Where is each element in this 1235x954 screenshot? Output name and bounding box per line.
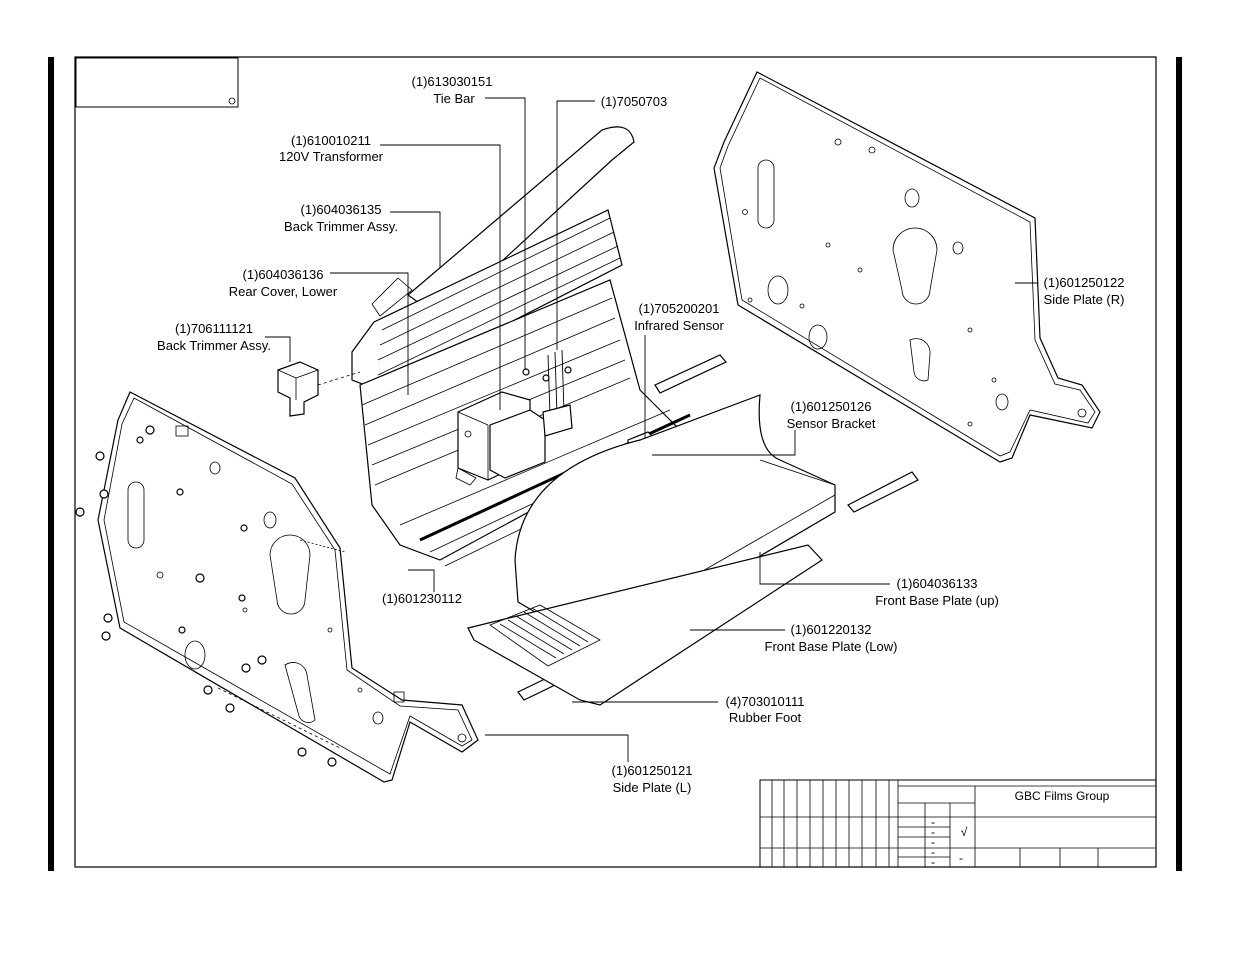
back-trimmer-top-part — [351, 126, 635, 391]
callout-label-front-base-up: Front Base Plate (up) — [875, 593, 999, 608]
callout-label-infrared-sensor: Infrared Sensor — [634, 318, 724, 333]
callout-number-side-plate-r: (1)601250122 — [1044, 275, 1125, 290]
dash-2: - — [931, 825, 935, 839]
dash-5: - — [931, 855, 935, 869]
dash-1: - — [931, 815, 935, 829]
callout-number-side-plate-l: (1)601250121 — [612, 763, 693, 778]
check-mark: √ — [961, 825, 968, 839]
callout-label-side-plate-r: Side Plate (R) — [1044, 292, 1125, 307]
transformer-part — [455, 391, 546, 486]
callout-number-front-base-low: (1)601220132 — [791, 622, 872, 637]
callout-label-front-base-low: Front Base Plate (Low) — [765, 639, 898, 654]
side-plate-l-part — [97, 391, 479, 783]
callout-label-side-plate-l: Side Plate (L) — [613, 780, 692, 795]
title-block — [759, 779, 1157, 868]
company-name: GBC Films Group — [1015, 789, 1110, 803]
right-top-rail — [654, 354, 727, 394]
callout-label-back-trimmer-small: Back Trimmer Assy. — [157, 338, 271, 353]
callout-number-7050703: (1)7050703 — [601, 94, 668, 109]
back-trimmer-small-part — [277, 361, 319, 417]
callout-number-back-trimmer-small: (1)706111121 — [175, 321, 253, 336]
callout-number-back-trimmer-top: (1)604036135 — [301, 202, 382, 217]
callout-number-front-base-up: (1)604036133 — [897, 576, 978, 591]
callout-number-rear-cover: (1)604036136 — [243, 267, 324, 282]
right-mid-rail — [847, 471, 919, 513]
callout-number-tie-bar: (1)613030151 — [412, 74, 493, 89]
callout-label-back-trimmer-top: Back Trimmer Assy. — [284, 219, 398, 234]
drawing-border — [74, 56, 1157, 868]
side-plate-r-part — [713, 71, 1101, 463]
callout-label-rear-cover: Rear Cover, Lower — [229, 284, 338, 299]
revision-box — [75, 57, 239, 108]
dash-4: - — [931, 845, 935, 859]
callout-label-tie-bar: Tie Bar — [433, 91, 475, 106]
callout-number-rubber-foot: (4)703010111 — [725, 694, 804, 709]
left-margin-bar — [48, 57, 54, 871]
callout-number-infrared-sensor: (1)705200201 — [639, 301, 720, 316]
right-margin-bar — [1176, 57, 1182, 871]
left-plate-screws — [75, 425, 337, 767]
leader-lines — [265, 97, 1038, 762]
tie-bar-part — [522, 349, 573, 437]
callout-number-sensor-bracket: (1)601250126 — [791, 399, 872, 414]
callout-label-rubber-foot: Rubber Foot — [729, 710, 802, 725]
dash-6: - — [959, 851, 963, 865]
callout-label-sensor-bracket: Sensor Bracket — [787, 416, 876, 431]
dash-3: - — [931, 835, 935, 849]
front-base-low-part — [467, 544, 823, 706]
callout-number-601230112: (1)601230112 — [382, 591, 462, 606]
callout-number-transformer: (1)610010211 — [291, 133, 371, 148]
callout-label-transformer: 120V Transformer — [279, 149, 384, 164]
